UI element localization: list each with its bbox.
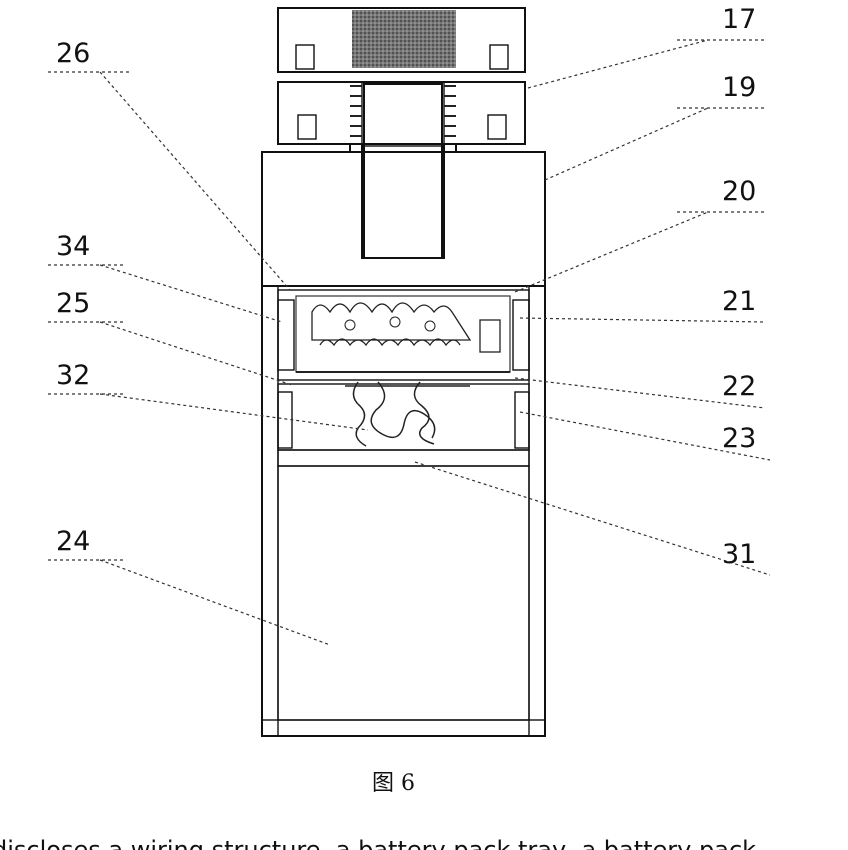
leader-lines: [48, 40, 770, 645]
label-21: 21: [722, 286, 756, 317]
label-32: 32: [56, 360, 90, 391]
label-19: 19: [722, 72, 756, 103]
main-housing: [262, 84, 545, 736]
top-cap: [278, 8, 525, 72]
label-23: 23: [722, 423, 756, 454]
figure-caption: 图 6: [372, 771, 415, 796]
contact-chamber: [278, 382, 529, 450]
label-34: 34: [56, 231, 90, 262]
label-20: 20: [722, 176, 756, 207]
label-26: 26: [56, 38, 90, 69]
label-25: 25: [56, 288, 90, 319]
board-compartment: [278, 290, 529, 380]
body-text-line: discloses a wiring structure, a battery …: [0, 836, 756, 850]
label-22: 22: [722, 371, 756, 402]
label-17: 17: [722, 4, 756, 35]
label-31: 31: [722, 539, 756, 570]
threaded-collar: [278, 82, 525, 146]
label-24: 24: [56, 526, 90, 557]
